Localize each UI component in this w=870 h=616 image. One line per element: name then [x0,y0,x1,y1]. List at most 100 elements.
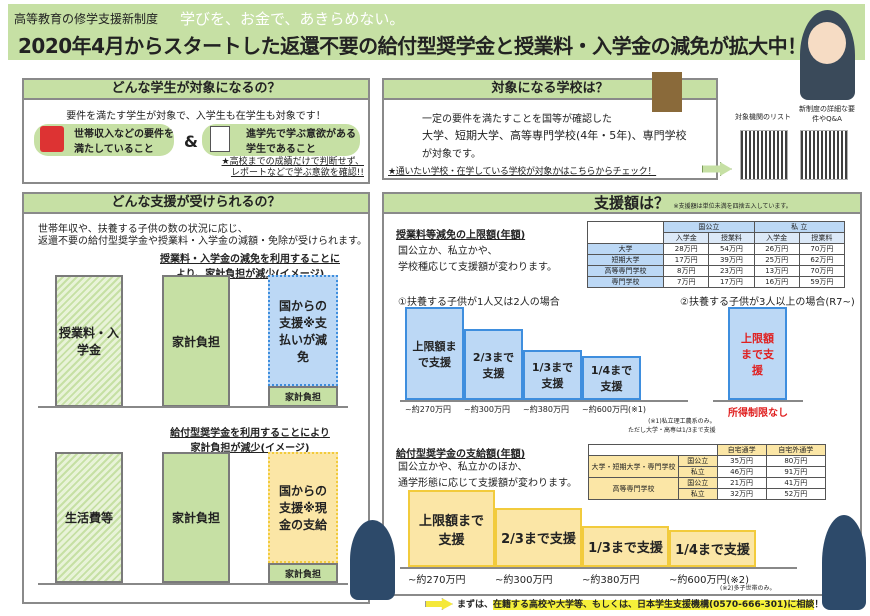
case2-bar: 上限額まで支援 [728,307,787,400]
schools-text: が対象です。 [422,149,481,160]
fig1-household-bar: 家計負担 [162,275,230,407]
column-header: 自宅通学 [716,444,767,456]
students-note: ★高校までの成績だけで判断せず、レポートなどで学ぶ意欲を確認!! [184,157,364,179]
table-cell: 46万円 [716,466,767,478]
footnote-line: (※1)私立理工農系のみ。 [648,418,716,425]
qr-label-list: 対象機関のリスト [735,113,791,121]
fig2-aid-bar: 国からの支援※現金の支給 [268,452,338,563]
case1-label: ①扶養する子供が1人又は2人の場合 [398,297,560,308]
table-cell: 25万円 [753,254,800,266]
footer-suffix: ！ [814,600,824,610]
table-cell: 21万円 [716,477,767,489]
ownership-cell: 国公立 [678,477,718,489]
support-lead: 返還不要の給付型奨学金や授業料・入学金の減額・免除が受けられます。 [38,236,367,247]
step-bar: 上限額まで支援 [408,490,495,567]
income-label: ~約270万円 [405,405,451,414]
school-check-link[interactable]: ★通いたい学校・在学している学校が対象かはこちらからチェック！ [388,167,657,177]
header-slogan: 学びを、お金で、あきらめない。 [180,10,405,28]
step-bar: 2/3まで支援 [464,329,523,400]
ampersand: & [184,132,198,151]
male-student-illustration [350,520,395,600]
caption-line: 授業料・入学金の減免を利用することに [160,254,340,265]
fig1-cost-bar: 授業料・入学金 [55,275,123,407]
caption-line: 給付型奨学金を利用することにより [170,428,330,439]
document-icon [210,126,230,152]
table-cell: 70万円 [798,265,846,277]
qr-code-list[interactable] [740,130,788,180]
section-heading: どんな支援が受けられるの？ [24,194,368,214]
header-subtitle: 高等教育の修学支援新制度 [14,12,159,26]
caption-line: 家計負担が減少(イメージ) [190,443,310,454]
section-heading: 支援額は？ ※支援額は単位未満を四捨五入しています。 [384,194,860,214]
qr-code-qa[interactable] [800,130,848,180]
students-lead: 要件を満たす学生が対象で、入学生も在学生も対象です！ [66,111,326,122]
footer-message: まずは、在籍する高校や大学等、もしくは、日本学生支援機構(0570-666-30… [457,597,823,610]
table-cell: 28万円 [663,243,710,255]
school-type-cell: 高等専門学校 [588,477,679,500]
table-cell: 26万円 [753,243,800,255]
table-cell: 41万円 [765,477,827,489]
step-bar: 1/4まで支援 [669,530,756,567]
table-cell: 91万円 [765,466,827,478]
fig2-cost-bar: 生活費等 [55,452,123,583]
target-students-section: どんな学生が対象になるの？ 要件を満たす学生が対象で、入学生も在学生も対象です！… [22,78,370,184]
income-label: ~約300万円 [495,575,553,586]
corner-cell [586,221,665,244]
table-cell: 高等専門学校 [586,265,665,277]
tuition-title: 授業料等減免の上限額(年額) [396,230,526,241]
arrow-right-icon [425,598,453,610]
qr-label-qa: 新制度の詳細な要件やQ&A [799,105,855,123]
table-cell: 大学 [586,243,665,255]
table-cell: 8万円 [663,265,710,277]
fig1-caption: 授業料・入学金の減免を利用することにより、家計負担が減少(イメージ) [150,250,350,280]
income-label: ~約300万円 [464,405,510,414]
fig2-caption: 給付型奨学金を利用することにより家計負担が減少(イメージ) [150,424,350,454]
table-cell: 17万円 [663,254,710,266]
group-header: 私 立 [753,221,846,233]
fig2-household-bar: 家計負担 [162,452,230,583]
footer-prefix: まずは、 [457,600,494,610]
section-heading: 対象になる学校は？ [384,80,716,100]
fig2-baseline [38,583,348,585]
table-cell: 80万円 [765,455,827,467]
note-line: レポートなどで学ぶ意欲を確認!! [230,168,364,178]
table-cell: 23万円 [708,265,755,277]
fig1-aid-bar: 国からの支援※支払いが減免 [268,275,338,386]
support-lead: 世帯年収や、扶養する子供の数の状況に応じ、 [38,224,248,235]
corner-cell [588,444,718,456]
ownership-cell: 私立 [678,466,718,478]
table-cell: 17万円 [708,276,755,288]
female-student-illustration [822,515,866,610]
table-cell: 35万円 [716,455,767,467]
ownership-cell: 私立 [678,488,718,500]
table-cell: 短期大学 [586,254,665,266]
income-label: ~約270万円 [408,575,466,586]
income-label: ~約380万円 [523,405,569,414]
table-cell: 13万円 [753,265,800,277]
column-header: 入学金 [663,232,710,244]
footnote-line: ただし大学・高専は1/3まで支援 [628,427,716,434]
column-header: 自宅外通学 [765,444,827,456]
tuition-axis [400,400,688,402]
fig1-baseline [38,406,348,408]
column-header: 授業料 [798,232,846,244]
table-cell: 52万円 [765,488,827,500]
section-heading: どんな学生が対象になるの？ [24,80,368,100]
schools-list: 大学、短期大学、高等専門学校(4年・5年)、専門学校 [422,129,687,142]
school-type-cell: 大学・短期大学・専門学校 [588,455,679,478]
case2-label: ②扶養する子供が3人以上の場合(R7~) [680,297,855,308]
case2-axis [713,400,803,402]
column-header: 入学金 [753,232,800,244]
table-cell: 62万円 [798,254,846,266]
table-cell: 専門学校 [586,276,665,288]
